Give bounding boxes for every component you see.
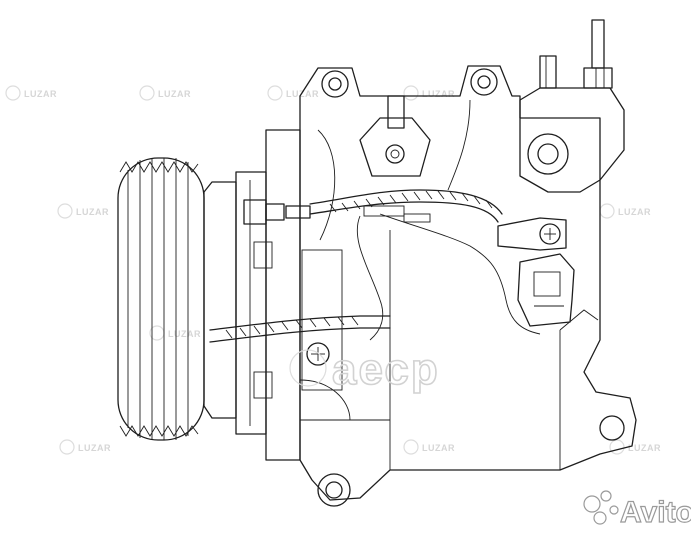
brand-watermark: LUZAR	[599, 203, 651, 219]
mounting-screw	[253, 241, 330, 399]
wiring-harness	[209, 189, 541, 343]
brand-watermark-text: LUZAR	[422, 443, 455, 453]
brand-watermarks: LUZAR LUZAR LUZAR LUZAR LUZAR LUZAR LUZA…	[5, 85, 661, 455]
brand-watermark-text: LUZAR	[618, 207, 651, 217]
avito-logo-text: Avito	[620, 496, 691, 529]
brand-watermark: LUZAR	[149, 325, 201, 341]
avito-logo: Avito	[583, 490, 691, 530]
center-watermark: аеср	[289, 344, 440, 395]
rear-valve-block	[519, 19, 625, 193]
avito-dot-icon	[583, 495, 601, 513]
brand-watermark: LUZAR	[59, 439, 111, 455]
brand-watermark: LUZAR	[5, 85, 57, 101]
brand-watermark: LUZAR	[267, 85, 319, 101]
brand-watermark-text: LUZAR	[628, 443, 661, 453]
clutch-plate	[203, 129, 301, 461]
top-valve	[359, 95, 431, 177]
brand-watermark: LUZAR	[57, 203, 109, 219]
center-watermark-text: аеср	[332, 345, 440, 394]
pressure-switch	[497, 217, 575, 327]
compressor-body	[299, 65, 637, 507]
brand-watermark-text: LUZAR	[78, 443, 111, 453]
brand-watermark-text: LUZAR	[286, 89, 319, 99]
pulley	[117, 157, 205, 441]
brand-watermark: LUZAR	[609, 439, 661, 455]
brand-watermark-text: LUZAR	[422, 89, 455, 99]
brand-watermark-text: LUZAR	[76, 207, 109, 217]
avito-dot-icon	[600, 490, 612, 502]
brand-watermark: LUZAR	[403, 85, 455, 101]
brand-watermark-text: LUZAR	[24, 89, 57, 99]
brand-watermark-text: LUZAR	[158, 89, 191, 99]
brand-watermark: LUZAR	[403, 439, 455, 455]
avito-dot-icon	[609, 505, 619, 515]
brand-watermark: LUZAR	[139, 85, 191, 101]
avito-dot-icon	[593, 511, 607, 525]
brand-watermark-text: LUZAR	[168, 329, 201, 339]
